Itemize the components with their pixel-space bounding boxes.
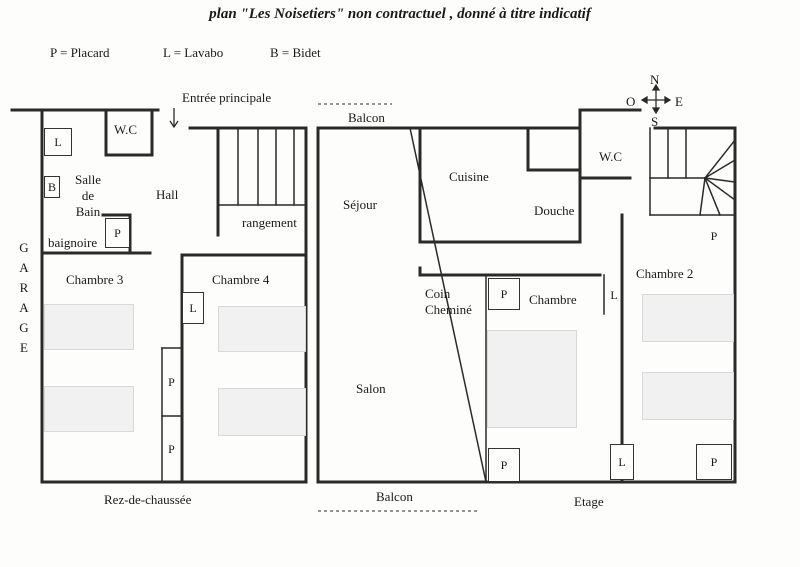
bed-chambre3-top	[44, 304, 134, 350]
ground-bidet: B	[44, 176, 60, 198]
upper-lavabo-chambre2: L	[610, 287, 618, 302]
bed-chambre4-bottom	[218, 388, 306, 436]
baignoire-label: baignoire	[48, 235, 98, 250]
chambre-2-label: Chambre 2	[636, 266, 694, 281]
ground-lavabo-bath: L	[44, 128, 72, 156]
legend-lavabo: L = Lavabo	[163, 45, 224, 60]
garage-label: G A R A G E	[19, 240, 29, 355]
upper-floor-label: Etage	[574, 494, 604, 509]
salon-label: Salon	[356, 381, 386, 396]
compass-north: N	[650, 72, 660, 87]
compass-south: S	[651, 114, 659, 129]
legend-bidet: B = Bidet	[270, 45, 321, 60]
cuisine-label: Cuisine	[449, 169, 489, 184]
balcon-top-label: Balcon	[348, 110, 385, 125]
plan-title: plan "Les Noisetiers" non contractuel , …	[209, 6, 591, 22]
ground-floor-label: Rez-de-chaussée	[104, 492, 192, 507]
ground-placard-1: P	[168, 374, 175, 389]
upper-placard-chambre-top: P	[488, 278, 520, 310]
entrance-label: Entrée principale	[182, 90, 272, 105]
douche-label: Douche	[534, 203, 575, 218]
hall-label: Hall	[156, 187, 179, 202]
bed-chambre2-top	[642, 294, 734, 342]
salle-de-bain-label: Salle de Bain	[75, 172, 101, 219]
upper-wc-label: W.C	[599, 149, 622, 164]
sejour-label: Séjour	[343, 197, 377, 212]
bed-chambre3-bottom	[44, 386, 134, 432]
upper-placard-chambre2: P	[696, 444, 732, 480]
legend-placard: P = Placard	[50, 45, 110, 60]
bed-chambre4-top	[218, 306, 306, 352]
compass-east: E	[675, 94, 683, 109]
ground-placard-2: P	[168, 441, 175, 456]
rangement-label: rangement	[242, 215, 297, 230]
compass-west: O	[626, 94, 636, 109]
coin-chemine-label: Coin Cheminé	[425, 286, 472, 317]
bed-chambre-double	[487, 330, 577, 428]
chambre-3-label: Chambre 3	[66, 272, 124, 287]
balcon-bottom-label: Balcon	[376, 489, 413, 504]
upper-placard-chambre-bottom: P	[488, 448, 520, 482]
chambre-4-label: Chambre 4	[212, 272, 270, 287]
upper-placard-stairs: P	[710, 228, 718, 243]
upper-lavabo-chambre: L	[610, 444, 634, 480]
bed-chambre2-bottom	[642, 372, 734, 420]
chambre-label: Chambre	[529, 292, 577, 307]
ground-lavabo-chambre: L	[182, 292, 204, 324]
ground-placard-bath: P	[105, 218, 130, 248]
ground-wc-label: W.C	[114, 122, 137, 137]
